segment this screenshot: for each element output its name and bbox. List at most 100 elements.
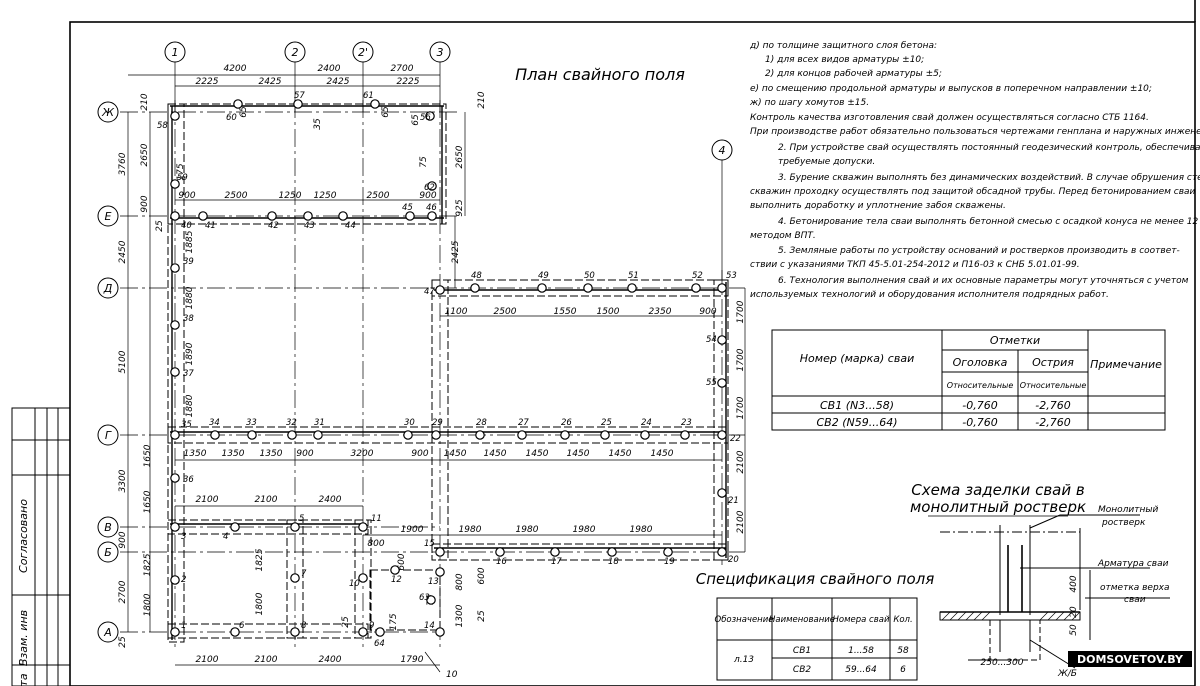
pile-8	[290, 627, 300, 637]
svg-text:900: 900	[140, 195, 150, 212]
pile-1	[170, 627, 180, 637]
svg-text:2225: 2225	[397, 77, 420, 87]
svg-text:2': 2'	[358, 46, 368, 59]
svg-text:2500: 2500	[225, 191, 248, 201]
pile-label-39: 39	[183, 257, 194, 267]
spec-col-name: Наименование	[769, 615, 835, 625]
svg-text:1: 1	[172, 46, 179, 59]
svg-text:Д: Д	[103, 282, 113, 295]
pile-label-7: 7	[301, 569, 307, 579]
svg-text:1350: 1350	[184, 449, 207, 459]
marks-row-1-tip: -2,760	[1035, 399, 1070, 412]
pile-6	[230, 627, 240, 637]
watermark: DOMSOVETOV.BY	[1068, 651, 1192, 667]
pile-label-57: 57	[294, 91, 305, 101]
svg-text:2100: 2100	[255, 655, 278, 665]
pile-label-4: 4	[223, 532, 228, 542]
svg-text:1790: 1790	[401, 655, 424, 665]
note-line: д) по толщине защитного слоя бетона:	[749, 41, 937, 51]
svg-text:2700: 2700	[118, 580, 128, 603]
svg-text:Ж: Ж	[101, 106, 115, 119]
scheme-dim-20: 20	[1069, 606, 1079, 618]
pile-7	[290, 573, 300, 583]
svg-text:1890: 1890	[185, 342, 195, 365]
svg-text:1250: 1250	[314, 191, 337, 201]
axis-bubble-zh: Ж	[97, 101, 119, 123]
side-stamp	[11, 407, 71, 686]
pile-38	[170, 320, 180, 330]
axis-bubble-3: 3	[429, 41, 451, 63]
pile-5	[290, 522, 300, 532]
pile-label-56: 56	[420, 113, 431, 123]
svg-text:1980: 1980	[516, 525, 539, 535]
pile-12	[390, 565, 400, 575]
note-line: 5. Земляные работы по устройству основан…	[778, 246, 1180, 256]
pile-label-1: 1	[181, 621, 186, 631]
axis-bubble-e: Е	[97, 205, 119, 227]
pile-label-20: 20	[728, 555, 739, 565]
pile-label-28: 28	[476, 418, 487, 428]
svg-text:2425: 2425	[451, 240, 461, 263]
pile-label-40: 40	[181, 221, 192, 231]
pile-label-53: 53	[726, 271, 737, 281]
spec-title: Спецификация свайного поля	[696, 570, 934, 588]
svg-text:2400: 2400	[319, 495, 342, 505]
note-line: требуемые допуски.	[778, 157, 875, 167]
callout-10: 10	[446, 670, 458, 680]
svg-text:900: 900	[178, 191, 195, 201]
svg-text:35: 35	[313, 118, 323, 130]
pile-label-2: 2	[181, 575, 186, 585]
spec-table	[716, 597, 918, 681]
pile-58	[170, 111, 180, 121]
marks-row-1-mark: СВ1 (N3...58)	[820, 399, 894, 412]
pile-33	[247, 430, 257, 440]
pile-label-34: 34	[209, 418, 220, 428]
svg-text:65: 65	[381, 106, 391, 118]
pile-27	[517, 430, 527, 440]
svg-text:2400: 2400	[319, 655, 342, 665]
note-line: скважин проходку осуществлять под защито…	[750, 187, 1196, 197]
note-line: 3. Бурение скважин выполнять без динамич…	[778, 173, 1200, 183]
pile-label-41: 41	[205, 221, 216, 231]
pile-36	[170, 473, 180, 483]
spec-row-1-qty: 58	[897, 646, 909, 656]
pile-56	[425, 111, 435, 121]
svg-text:800: 800	[367, 539, 384, 549]
svg-text:1800: 1800	[255, 592, 265, 615]
scheme-hatch	[941, 611, 1081, 621]
pile-10	[358, 573, 368, 583]
pile-label-30: 30	[404, 418, 415, 428]
plan-dimensions-vertical: 3760 2450 5100 3300 900 2700 25 210 2650…	[118, 91, 746, 648]
svg-text:Г: Г	[105, 429, 112, 442]
pile-34	[210, 430, 220, 440]
stamp-edge: та	[17, 673, 30, 686]
svg-text:1885: 1885	[185, 230, 195, 253]
pile-18	[607, 547, 617, 557]
pile-label-31: 31	[314, 418, 325, 428]
svg-text:925: 925	[455, 199, 465, 216]
svg-text:2425: 2425	[327, 77, 350, 87]
pile-50	[583, 283, 593, 293]
pile-label-48: 48	[471, 271, 482, 281]
pile-13	[435, 567, 445, 577]
pile-label-16: 16	[496, 557, 507, 567]
pile-label-62: 62	[424, 183, 435, 193]
pile-17	[550, 547, 560, 557]
svg-text:1300: 1300	[455, 604, 465, 627]
pile-label-63: 63	[419, 593, 430, 603]
svg-text:2650: 2650	[455, 145, 465, 168]
pile-28	[475, 430, 485, 440]
note-line: е) по смещению продольной арматуры и вып…	[750, 84, 1152, 94]
svg-text:1650: 1650	[143, 490, 153, 513]
pile-55	[717, 378, 727, 388]
pile-52	[691, 283, 701, 293]
pile-15	[435, 547, 445, 557]
svg-text:900: 900	[296, 449, 313, 459]
svg-text:4200: 4200	[224, 64, 247, 74]
axis-bubble-b: Б	[97, 541, 119, 563]
svg-text:1980: 1980	[573, 525, 596, 535]
pile-37	[170, 367, 180, 377]
pile-label-44: 44	[345, 221, 356, 231]
svg-text:65: 65	[239, 106, 249, 118]
